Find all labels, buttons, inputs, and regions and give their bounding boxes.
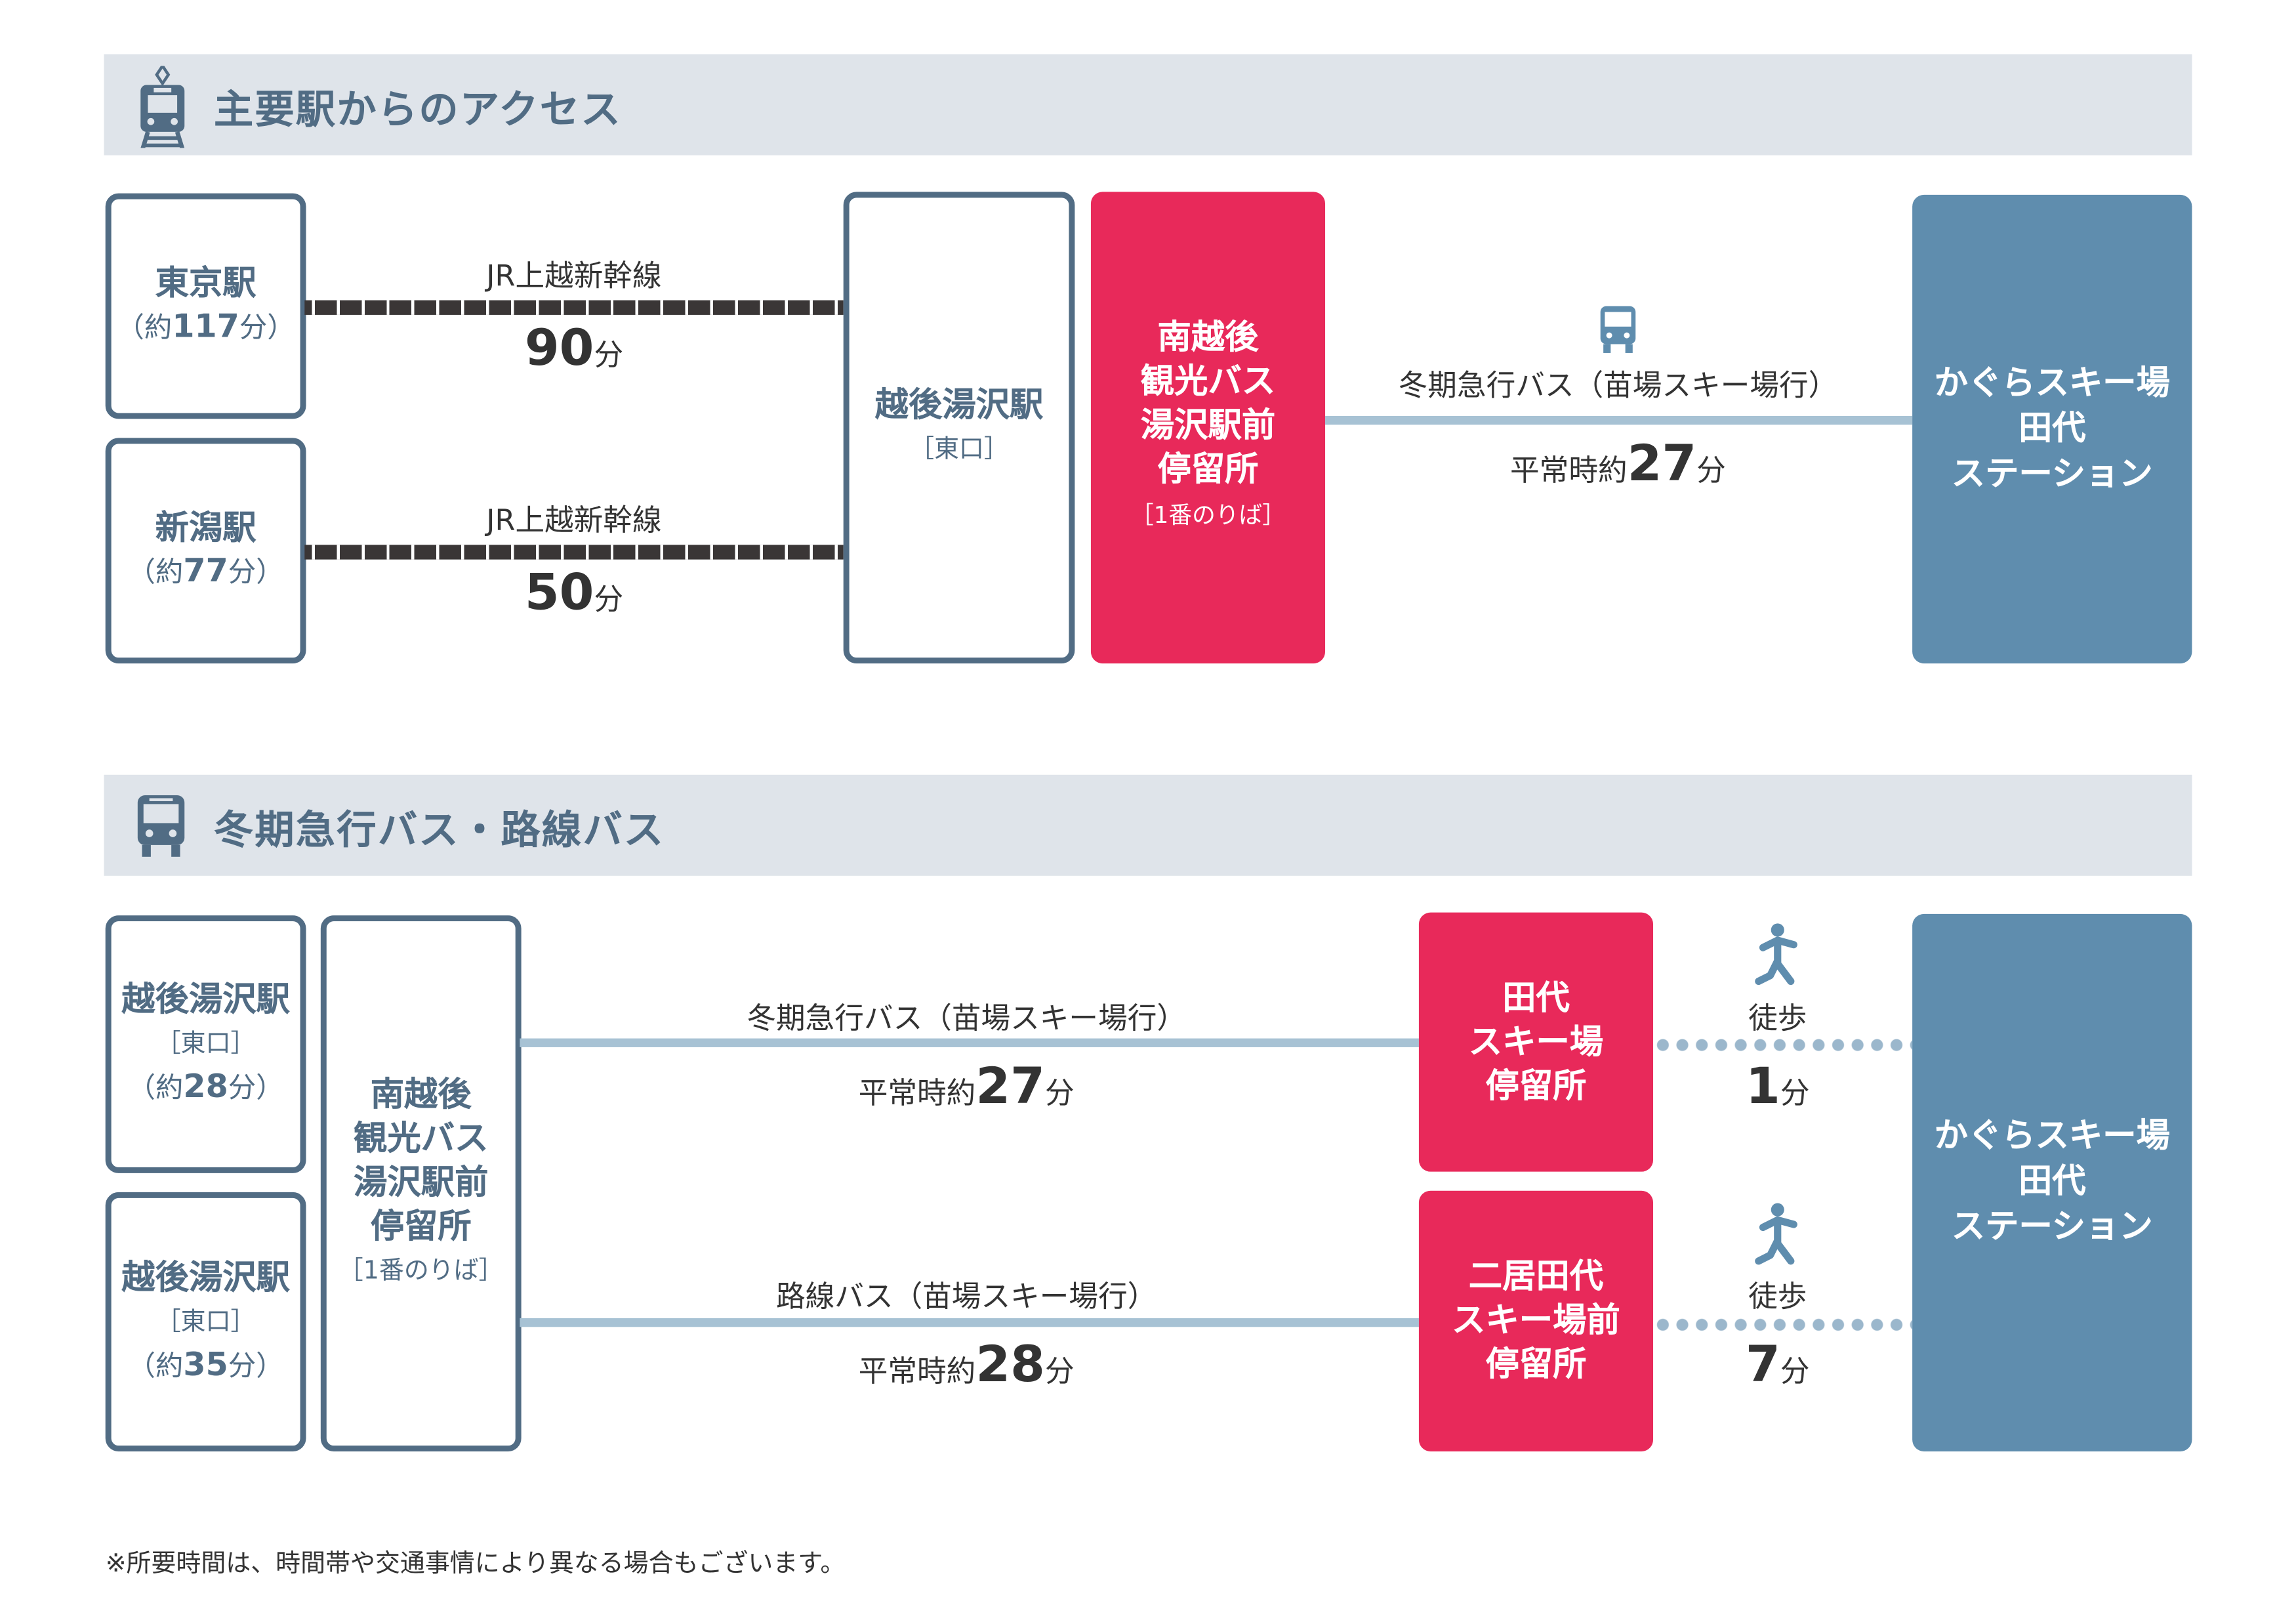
station-name: 越後湯沢駅 <box>121 1259 290 1297</box>
total-time: （約117分） <box>116 308 295 346</box>
section-title: 主要駅からのアクセス <box>213 87 622 134</box>
origin-echigo-yuzawa: 越後湯沢駅 ［東口］ （約35分） <box>105 1192 306 1452</box>
bus-stop-yuzawa-ekimae: 南越後 観光バス 湯沢駅前 停留所 ［1番のりば］ <box>320 915 522 1452</box>
bus-icon <box>1600 306 1636 353</box>
line-label: JR上越新幹線 <box>486 257 662 293</box>
total-time: （約77分） <box>127 553 284 591</box>
bus-stop-yuzawa-ekimae: 南越後 観光バス 湯沢駅前 停留所 ［1番のりば］ <box>1090 192 1326 664</box>
origin-echigo-yuzawa: 越後湯沢駅 ［東口］ （約28分） <box>105 915 306 1173</box>
walk-time: 1分 <box>1746 1057 1810 1116</box>
destination-name-line: 田代 <box>2018 409 2086 448</box>
train-icon <box>140 66 185 148</box>
walking-path <box>1653 1318 1913 1331</box>
origin-niigata-station: 新潟駅 （約77分） <box>105 438 306 664</box>
station-exit: ［東口］ <box>155 1030 256 1059</box>
travel-time: 50分 <box>524 564 624 623</box>
total-time: （約28分） <box>127 1069 284 1106</box>
stop-name-line: 南越後 <box>370 1076 472 1115</box>
destination-name-line: 田代 <box>2018 1163 2086 1201</box>
station-name: 越後湯沢駅 <box>121 981 290 1020</box>
walking-person-icon <box>1755 1203 1797 1265</box>
walk-label: 徒歩 <box>1748 1278 1807 1314</box>
stop-name-line: 停留所 <box>1485 1067 1587 1106</box>
stop-name-line: 停留所 <box>1485 1346 1587 1384</box>
stop-name-line: 田代 <box>1502 979 1570 1018</box>
stop-name-line: 湯沢駅前 <box>354 1164 489 1203</box>
bus-line <box>1325 415 1913 425</box>
bus-time: 平常時約27分 <box>858 1057 1075 1116</box>
station-name: 新潟駅 <box>155 509 256 548</box>
station-exit: ［東口］ <box>909 434 1009 465</box>
walking-path <box>1653 1038 1913 1052</box>
destination-kagura-tashiro: かぐらスキー場 田代 ステーション <box>1912 913 2192 1452</box>
walking-person-icon <box>1755 923 1797 986</box>
stop-name-line: 停留所 <box>1157 451 1259 489</box>
station-exit: ［東口］ <box>155 1307 256 1337</box>
stop-name-line: 湯沢駅前 <box>1140 407 1276 446</box>
footnote: ※所要時間は、時間帯や交通事情により異なる場合もございます。 <box>105 1549 846 1579</box>
travel-time: 90分 <box>524 319 624 378</box>
walk-label: 徒歩 <box>1748 1000 1807 1036</box>
bus-label: 冬期急行バス（苗場スキー場行） <box>747 1000 1187 1036</box>
destination-name-line: かぐらスキー場 <box>1934 364 2170 402</box>
shinkansen-line <box>304 545 844 560</box>
platform-label: ［1番のりば］ <box>1130 501 1286 529</box>
destination-name-line: ステーション <box>1951 455 2153 493</box>
total-time: （約35分） <box>127 1346 284 1384</box>
bus-label: 冬期急行バス（苗場スキー場行） <box>1398 367 1838 403</box>
station-name: 越後湯沢駅 <box>874 386 1044 425</box>
stop-name-line: 二居田代 <box>1468 1258 1604 1297</box>
transfer-echigo-yuzawa: 越後湯沢駅 ［東口］ <box>843 192 1075 664</box>
section-title: 冬期急行バス・路線バス <box>213 808 665 854</box>
stop-name-line: スキー場 <box>1468 1023 1604 1062</box>
stop-name-line: 観光バス <box>1140 363 1276 402</box>
bus-label: 路線バス（苗場スキー場行） <box>776 1278 1157 1314</box>
stop-name-line: 停留所 <box>370 1208 472 1247</box>
shinkansen-line <box>304 300 844 315</box>
bus-stop-futai-tashiro: 二居田代 スキー場前 停留所 <box>1418 1190 1654 1452</box>
destination-name-line: かぐらスキー場 <box>1934 1117 2170 1156</box>
destination-name-line: ステーション <box>1951 1208 2153 1247</box>
walk-time: 7分 <box>1746 1335 1810 1394</box>
platform-label: ［1番のりば］ <box>338 1257 504 1286</box>
section-header-main-stations: 主要駅からのアクセス <box>104 54 2192 156</box>
bus-icon <box>137 795 185 857</box>
origin-tokyo-station: 東京駅 （約117分） <box>105 193 306 419</box>
stop-name-line: 観光バス <box>354 1120 489 1159</box>
station-name: 東京駅 <box>155 265 256 304</box>
destination-kagura-tashiro: かぐらスキー場 田代 ステーション <box>1912 194 2192 664</box>
express-bus-line <box>520 1038 1419 1047</box>
stop-name-line: スキー場前 <box>1452 1302 1620 1341</box>
bus-time: 平常時約27分 <box>1510 434 1726 494</box>
stop-name-line: 南越後 <box>1157 319 1259 358</box>
local-bus-line <box>520 1318 1419 1327</box>
line-label: JR上越新幹線 <box>486 502 662 538</box>
bus-time: 平常時約28分 <box>858 1335 1075 1394</box>
bus-stop-tashiro: 田代 スキー場 停留所 <box>1418 912 1654 1172</box>
section-header-bus: 冬期急行バス・路線バス <box>104 774 2192 876</box>
